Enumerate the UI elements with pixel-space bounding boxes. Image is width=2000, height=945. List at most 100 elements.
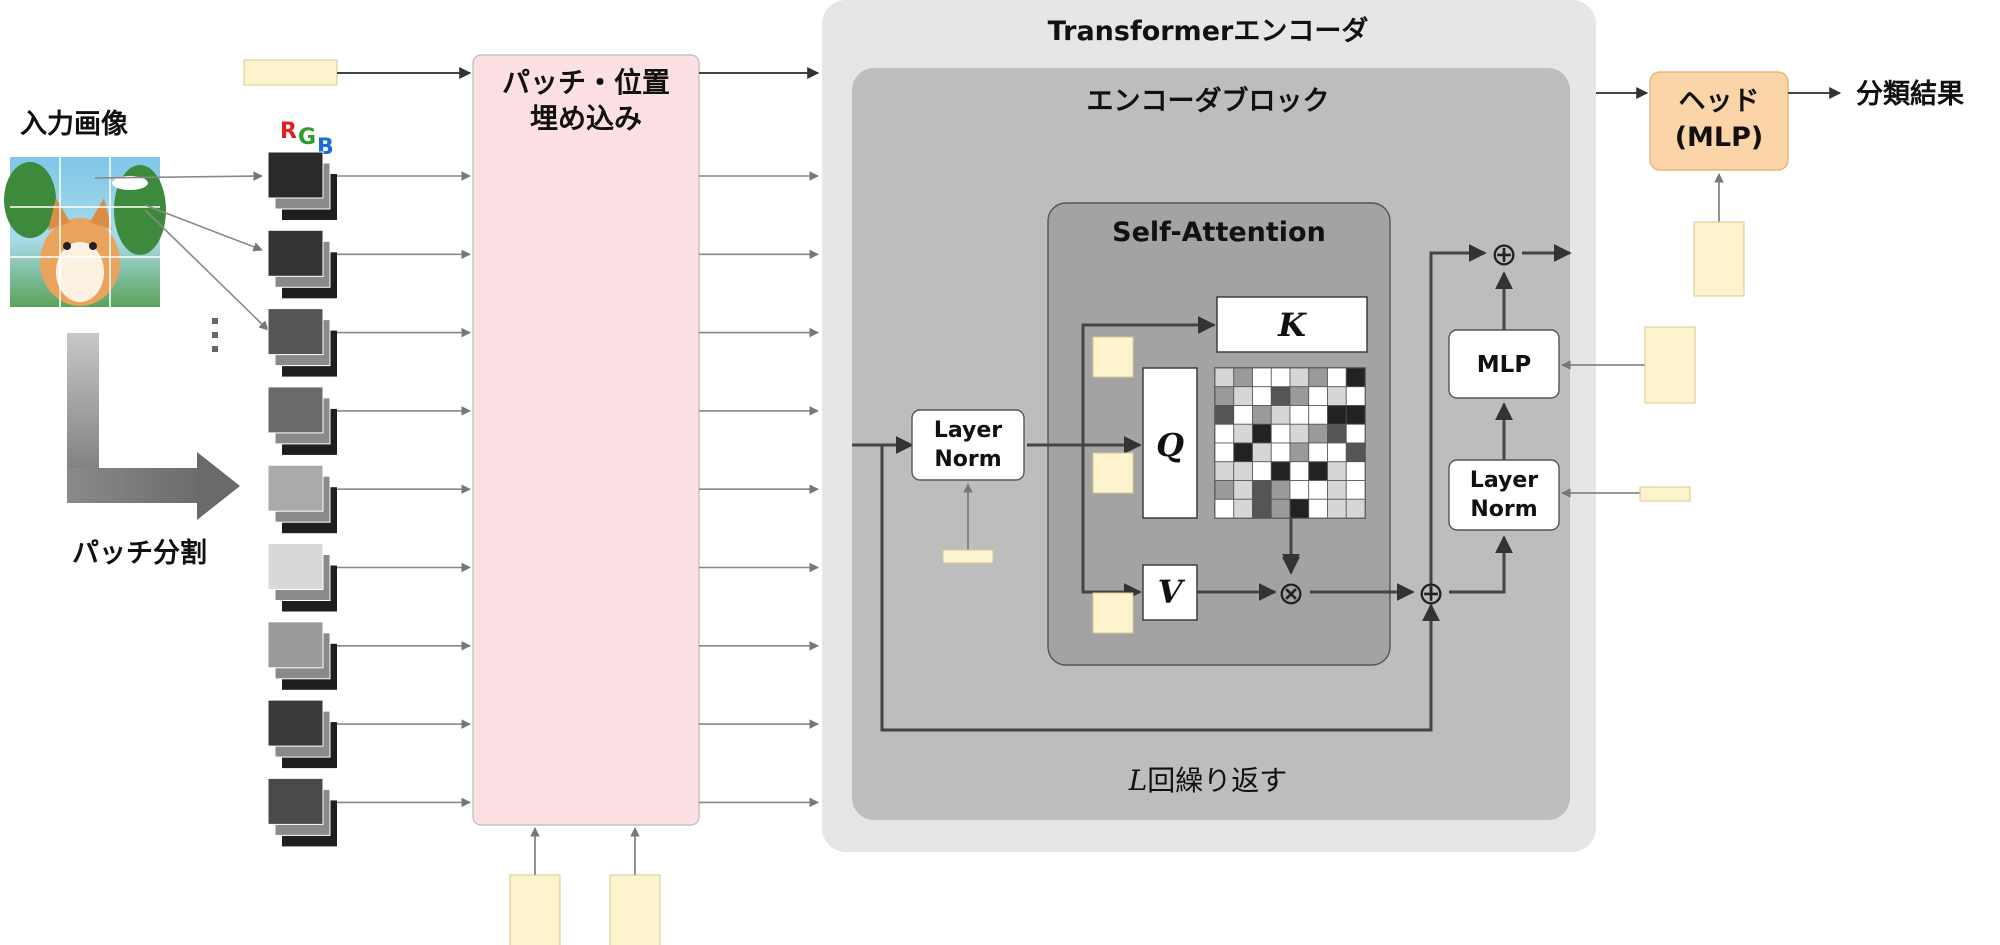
k-box — [1216, 296, 1368, 353]
layer-norm-2-param-box — [1639, 486, 1691, 502]
input-image-label: 入力画像 — [20, 109, 128, 140]
attention-cell — [1345, 405, 1366, 425]
attention-cell — [1252, 386, 1272, 406]
attention-cell — [1214, 386, 1235, 406]
patch-stack — [267, 543, 337, 612]
attention-cell — [1289, 442, 1310, 463]
classification-head-box — [1649, 71, 1789, 171]
position-param-box-2 — [609, 874, 661, 945]
attention-cell — [1270, 423, 1291, 444]
patch-stack — [267, 308, 337, 377]
self-attention-title: Self-Attention — [1112, 217, 1326, 248]
mlp-label: MLP — [1477, 352, 1531, 378]
attention-cell — [1270, 480, 1291, 500]
rgb-g-label: G — [298, 125, 316, 150]
attention-cell — [1327, 442, 1347, 463]
attention-cell — [1308, 405, 1328, 425]
attention-cell — [1308, 498, 1328, 519]
patch-split-arrow-icon — [67, 333, 240, 520]
attention-cell — [1345, 498, 1366, 519]
attention-cell — [1270, 461, 1291, 481]
attention-cell — [1270, 386, 1291, 406]
layer-norm-1-box — [911, 409, 1025, 481]
attention-cell — [1308, 386, 1328, 406]
attention-cell — [1214, 480, 1235, 500]
q-weight-box — [1092, 452, 1134, 494]
attention-cell — [1345, 480, 1366, 500]
patch-stack — [267, 464, 337, 534]
attention-cell — [1289, 405, 1310, 425]
attention-cell — [1252, 405, 1272, 425]
layer-norm-2-line1: Layer — [1470, 468, 1538, 493]
embedding-to-encoder-arrows — [699, 67, 820, 808]
attention-cell — [1233, 386, 1253, 406]
attention-cell — [1345, 423, 1366, 444]
attention-cell — [1270, 367, 1291, 388]
patch-stack — [267, 699, 337, 769]
attention-cell — [1327, 423, 1347, 444]
patch-stack — [267, 621, 337, 690]
embedding-label-line2: 埋め込み — [530, 102, 642, 135]
layer-norm-2-box — [1448, 459, 1560, 531]
attention-cell — [1308, 461, 1328, 481]
head-param-box — [1693, 221, 1745, 297]
attention-cell — [1233, 423, 1253, 444]
attention-cell — [1252, 442, 1272, 463]
attention-cell — [1289, 367, 1310, 388]
attention-cell — [1233, 480, 1253, 500]
attention-cell — [1233, 405, 1253, 425]
patch-stack — [267, 386, 337, 455]
attention-cell — [1289, 386, 1310, 406]
layer-norm-1-line2: Norm — [934, 447, 1001, 472]
attention-cell — [1308, 480, 1328, 500]
repeat-label: L回繰り返す — [1128, 764, 1288, 797]
attention-cell — [1308, 442, 1328, 463]
input-image — [4, 157, 166, 307]
attention-cell — [1289, 480, 1310, 500]
mlp-param-box — [1644, 326, 1696, 404]
k-weight-box — [1092, 336, 1134, 378]
head-label-line2: (MLP) — [1675, 122, 1764, 153]
encoder-flow-lines — [852, 244, 1572, 732]
class-token-box — [243, 59, 338, 86]
attention-cell — [1214, 423, 1235, 444]
attention-cell — [1327, 480, 1347, 500]
image-to-patch-lines — [94, 171, 269, 331]
classification-result-label: 分類結果 — [1856, 78, 1964, 110]
position-param-box-1 — [509, 874, 561, 945]
layer-norm-1-param-box — [942, 549, 994, 564]
k-label: K — [1277, 306, 1307, 344]
head-label-line1: ヘッド — [1679, 86, 1760, 117]
attention-cell — [1270, 442, 1291, 463]
attention-cell — [1327, 367, 1347, 388]
rgb-r-label: R — [280, 119, 297, 144]
attention-cell — [1345, 386, 1366, 406]
attention-cell — [1289, 498, 1310, 519]
v-label: V — [1158, 573, 1186, 611]
attention-cell — [1289, 461, 1310, 481]
q-label: Q — [1156, 426, 1184, 464]
attention-cell — [1214, 405, 1235, 425]
patch-stack — [267, 151, 337, 220]
layer-norm-2-line2: Norm — [1470, 497, 1537, 522]
attention-cell — [1327, 405, 1347, 425]
matmul-otimes-icon: ⊗ — [1278, 574, 1305, 612]
attention-cell — [1233, 442, 1253, 463]
attention-cell — [1252, 480, 1272, 500]
attention-cell — [1308, 367, 1328, 388]
attention-cell — [1214, 442, 1235, 463]
attention-cell — [1270, 405, 1291, 425]
attention-cell — [1345, 461, 1366, 481]
embedding-label-line1: パッチ・位置 — [502, 66, 670, 99]
attention-cell — [1252, 498, 1272, 519]
attention-cell — [1327, 498, 1347, 519]
residual-add-2-icon: ⊕ — [1491, 235, 1518, 273]
repeat-variable: L — [1128, 764, 1148, 797]
attention-cell — [1214, 461, 1235, 481]
encoder-block-title: エンコーダブロック — [1087, 85, 1330, 117]
ellipsis-icon — [212, 318, 218, 352]
attention-cell — [1214, 498, 1235, 519]
attention-cell — [1252, 367, 1272, 388]
attention-cell — [1289, 423, 1310, 444]
